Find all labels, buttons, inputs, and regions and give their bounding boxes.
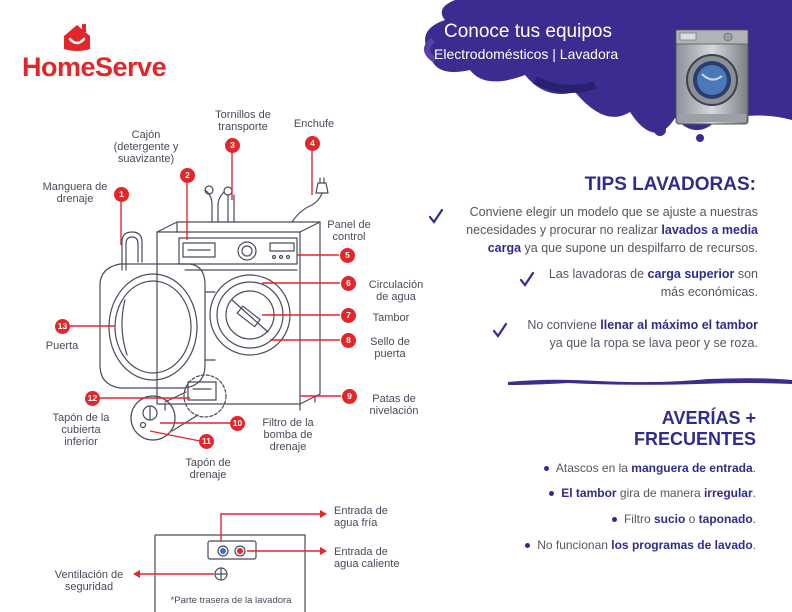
part-1-label: Manguera de drenaje xyxy=(42,181,108,205)
fault-3-mid: o xyxy=(685,512,699,526)
part-5-label: Panel de control xyxy=(327,219,371,243)
fault-2-bold2: irregular xyxy=(703,486,753,500)
part-12-label: Tapón de la cubierta inferior xyxy=(52,412,110,448)
tip-2-text-end: son más económicas. xyxy=(660,267,758,299)
cold-water-inlet-label: Entrada de agua fría xyxy=(334,505,388,529)
fault-3-end: . xyxy=(752,512,756,526)
checkmark-icon xyxy=(519,271,535,287)
tip-1-text: Conviene elegir un modelo que se ajuste … xyxy=(466,205,758,237)
ventilation-label: Ventilación de seguridad xyxy=(54,569,124,593)
fault-4-bold: los programas de lavado xyxy=(611,538,753,552)
fault-1-end: . xyxy=(752,461,756,475)
part-11-marker: 11 xyxy=(199,434,214,449)
fault-2-bold: El tambor xyxy=(561,486,617,500)
tip-3-text-end: ya que la ropa se lava peor y se roza. xyxy=(549,336,758,350)
fault-1-bold: manguera de entrada xyxy=(631,461,753,475)
part-8-label: Sello de puerta xyxy=(370,336,410,360)
tip-3-text: No conviene xyxy=(527,318,601,332)
bullet-icon xyxy=(611,517,617,523)
faults-title-line1: AVERÍAS + xyxy=(661,408,756,428)
header-subtitle: Electrodomésticos | Lavadora xyxy=(434,46,619,62)
part-6-label: Circulación de agua xyxy=(368,279,424,303)
tips-title: TIPS LAVADORAS: xyxy=(584,174,756,195)
fault-4: No funcionan los programas de lavado. xyxy=(525,538,756,552)
header-title: Conoce tus equipos xyxy=(444,21,612,42)
faults-title-line2: FRECUENTES xyxy=(633,429,756,449)
part-13-label: Puerta xyxy=(45,340,79,352)
tip-1-text-end: ya que supone un despilfarro de recursos… xyxy=(521,241,758,255)
bullet-icon xyxy=(543,466,549,472)
part-1-marker: 1 xyxy=(114,187,129,202)
part-4-label: Enchufe xyxy=(293,118,335,130)
back-view-caption: *Parte trasera de la lavadora xyxy=(170,595,292,606)
fault-1-text: Atascos en la xyxy=(555,461,632,475)
tip-1: Conviene elegir un modelo que se ajuste … xyxy=(452,203,758,257)
house-logo-icon xyxy=(64,24,90,51)
checkmark-icon xyxy=(428,208,444,224)
part-8-marker: 8 xyxy=(341,333,356,348)
part-2-marker: 2 xyxy=(180,168,195,183)
tip-2-text: Las lavadoras de xyxy=(548,267,648,281)
fault-2-text: gira de manera xyxy=(616,486,704,500)
bullet-icon xyxy=(525,543,531,549)
checkmark-icon xyxy=(492,322,508,338)
part-10-label: Filtro de la bomba de drenaje xyxy=(262,417,314,453)
fault-3-bold: sucio xyxy=(653,512,686,526)
part-7-label: Tambor xyxy=(372,312,410,324)
fault-4-text: No funcionan xyxy=(537,538,612,552)
part-7-marker: 7 xyxy=(341,308,356,323)
part-10-marker: 10 xyxy=(230,416,245,431)
part-3-marker: 3 xyxy=(225,138,240,153)
tip-2: Las lavadoras de carga superior son más … xyxy=(538,265,758,301)
tip-3-bold: llenar al máximo el tambor xyxy=(600,318,758,332)
fault-1: Atascos en la manguera de entrada. xyxy=(543,461,756,475)
part-5-marker: 5 xyxy=(340,248,355,263)
part-13-marker: 13 xyxy=(55,319,70,334)
tip-1-bold: lavados a media carga xyxy=(487,223,758,255)
part-9-label: Patas de nivelación xyxy=(369,393,419,417)
tip-2-bold: carga superior xyxy=(647,267,735,281)
brush-divider xyxy=(508,378,792,385)
part-11-label: Tapón de drenaje xyxy=(185,457,231,481)
part-4-marker: 4 xyxy=(305,136,320,151)
fault-4-end: . xyxy=(752,538,756,552)
fault-3-text: Filtro xyxy=(623,512,654,526)
bullet-icon xyxy=(549,491,555,497)
part-6-marker: 6 xyxy=(341,276,356,291)
brand-name: HomeServe xyxy=(22,52,167,82)
fault-2: El tambor gira de manera irregular. xyxy=(549,486,756,500)
washing-machine-photo-icon xyxy=(675,29,749,125)
tip-3: No conviene llenar al máximo el tambor y… xyxy=(512,316,758,352)
part-12-marker: 12 xyxy=(85,391,100,406)
part-2-label: Cajón (detergente y suavizante) xyxy=(113,129,179,165)
hot-water-inlet-label: Entrada de agua caliente xyxy=(334,546,400,570)
part-9-marker: 9 xyxy=(342,389,357,404)
part-3-label: Tornillos de transporte xyxy=(215,109,271,133)
fault-2-end: . xyxy=(752,486,756,500)
fault-3-bold2: taponado xyxy=(698,512,753,526)
fault-3: Filtro sucio o taponado. xyxy=(611,512,756,526)
faults-title: AVERÍAS + FRECUENTES xyxy=(600,408,756,450)
homeserve-logo: HomeServe xyxy=(22,22,182,82)
